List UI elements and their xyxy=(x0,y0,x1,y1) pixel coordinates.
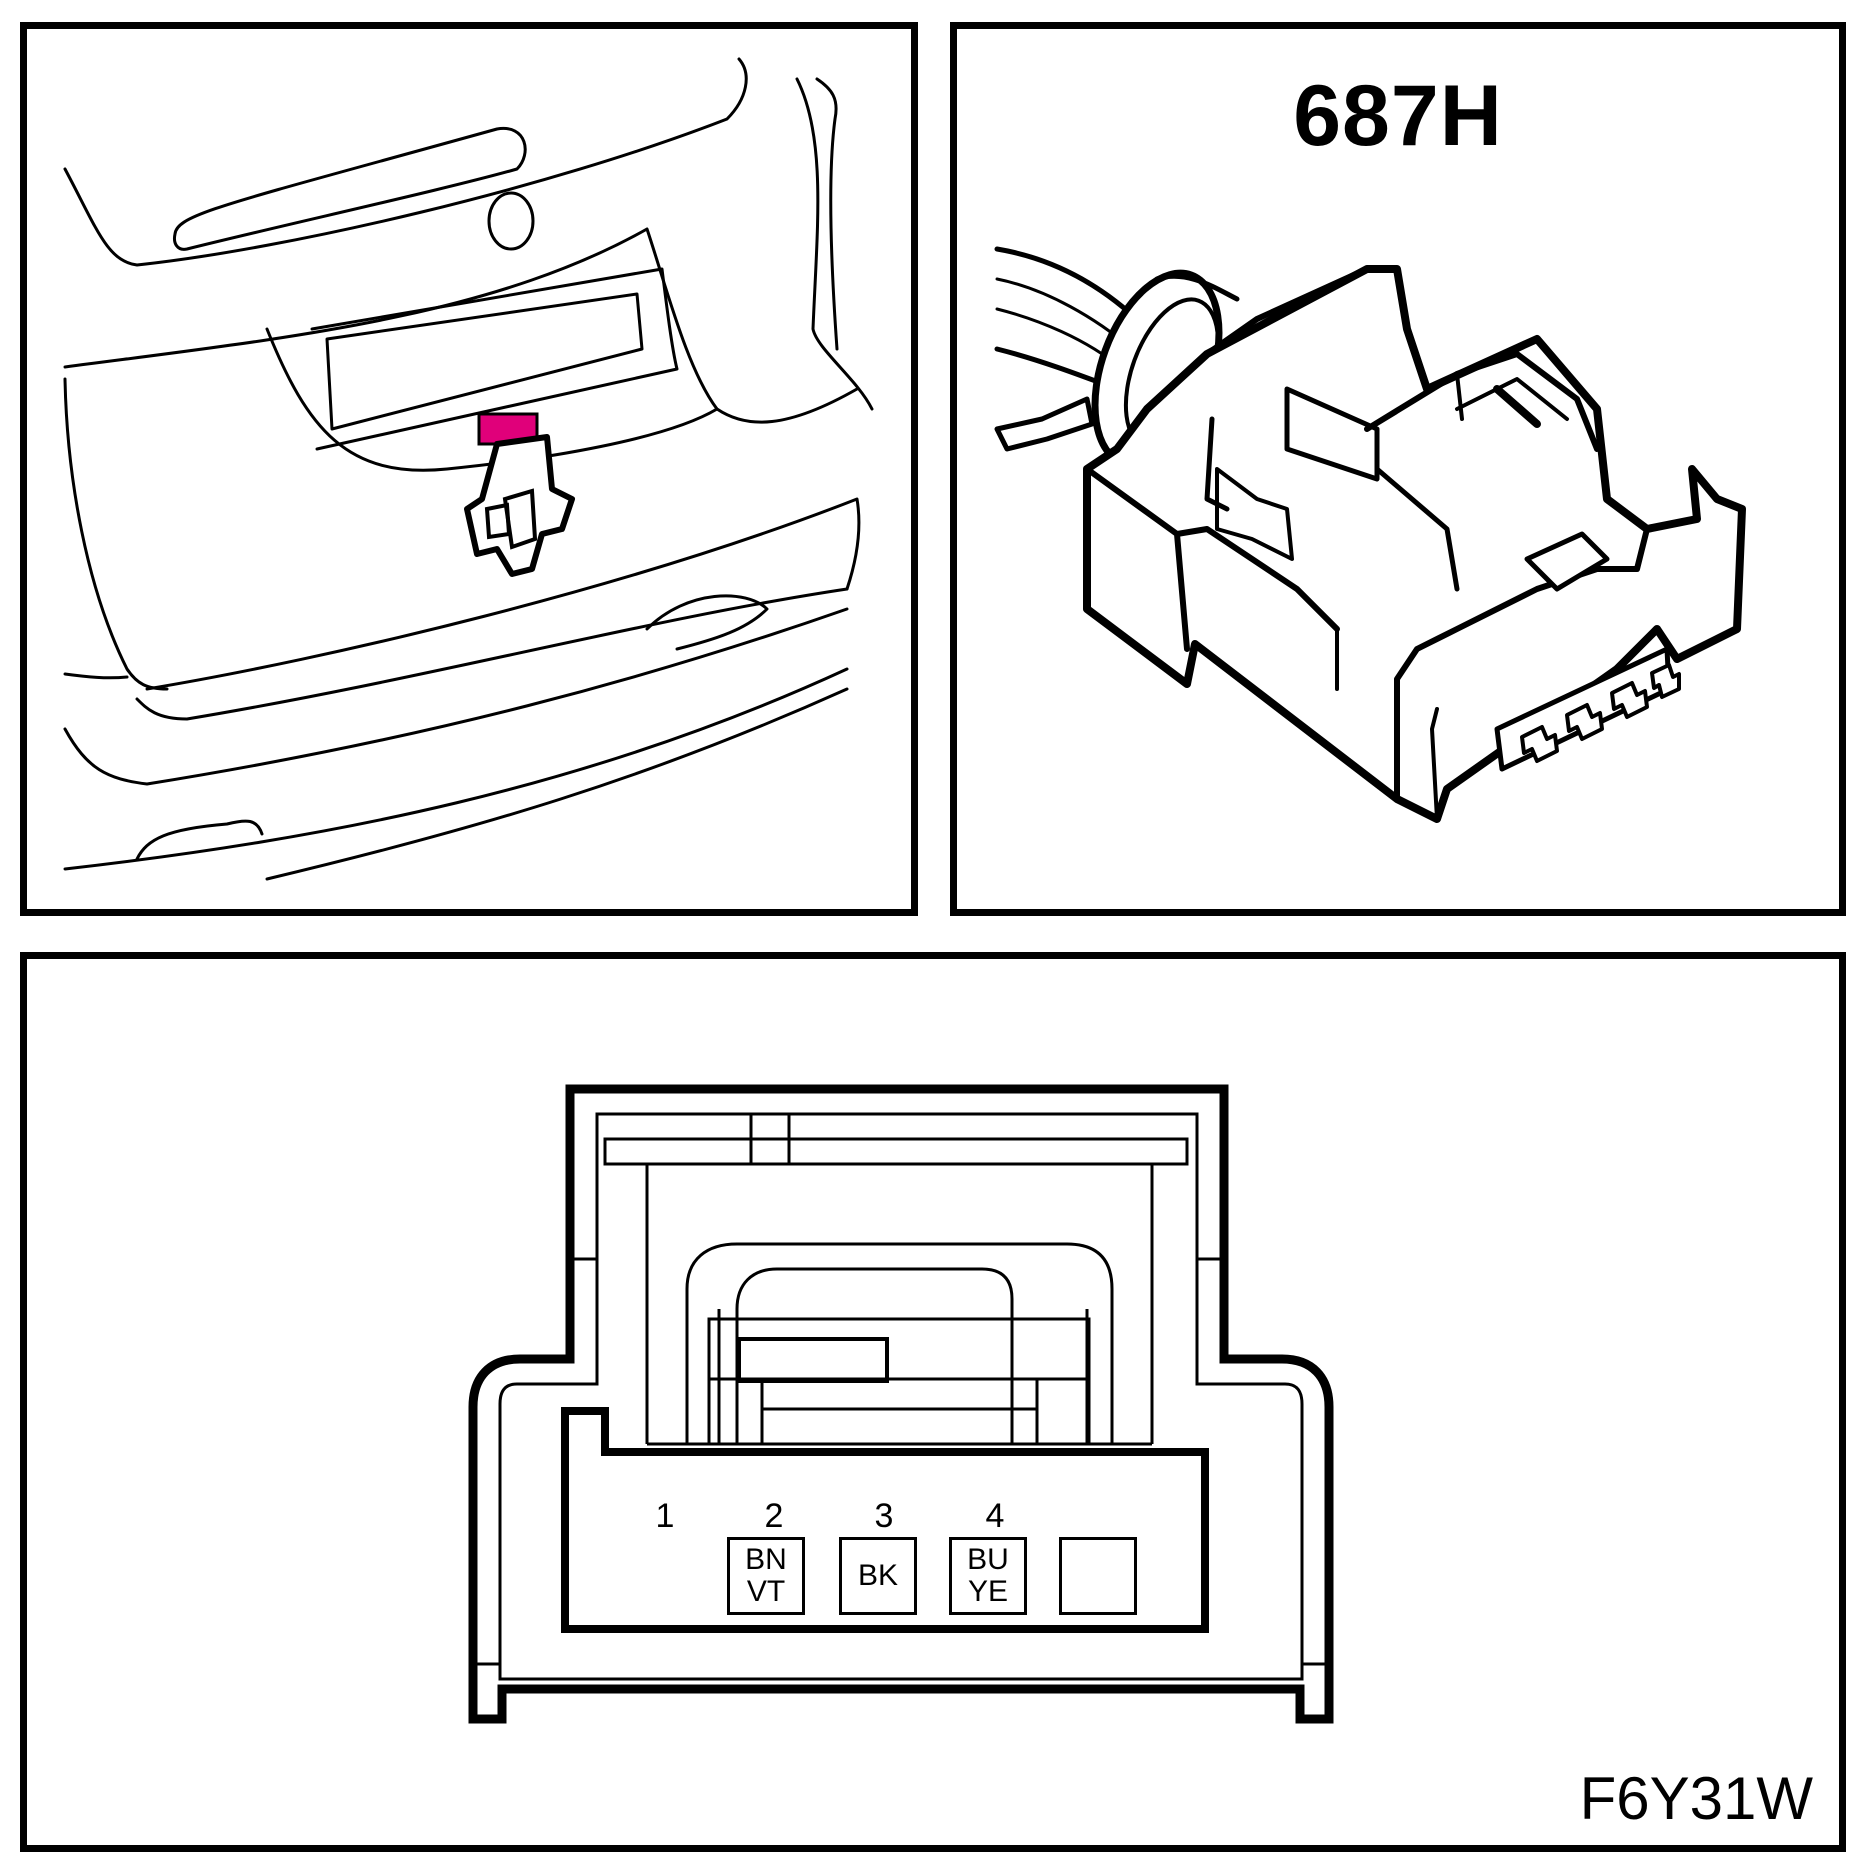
pin-number-1: 1 xyxy=(655,1497,675,1535)
connector-location-marker xyxy=(464,412,575,577)
connector-face-panel: 1 2 3 4 BN VT BK BU YE F6Y31W xyxy=(20,952,1846,1852)
pin-wire-color-1: BN VT xyxy=(745,1543,787,1608)
connector-view-panel: 687H xyxy=(950,22,1846,916)
pin-wire-color-3: BU YE xyxy=(967,1543,1009,1608)
pin-cavity-4 xyxy=(1059,1537,1137,1615)
pin-number-3: 3 xyxy=(874,1497,894,1535)
pin-cavity-2: BK xyxy=(839,1537,917,1615)
pin-number-2: 2 xyxy=(764,1497,784,1535)
pin-cavity-3: BU YE xyxy=(949,1537,1027,1615)
figure-code: F6Y31W xyxy=(1579,1765,1813,1832)
connector-3d-illustration xyxy=(994,246,1746,823)
pin-number-4: 4 xyxy=(985,1497,1005,1535)
connector-id-label: 687H xyxy=(1293,68,1503,164)
vehicle-rear-illustration xyxy=(63,57,874,881)
pin-wire-color-2: BK xyxy=(857,1559,899,1592)
connector-face-outline xyxy=(468,1084,1334,1724)
pin-cavity-1: BN VT xyxy=(727,1537,805,1615)
vehicle-location-panel xyxy=(20,22,918,916)
